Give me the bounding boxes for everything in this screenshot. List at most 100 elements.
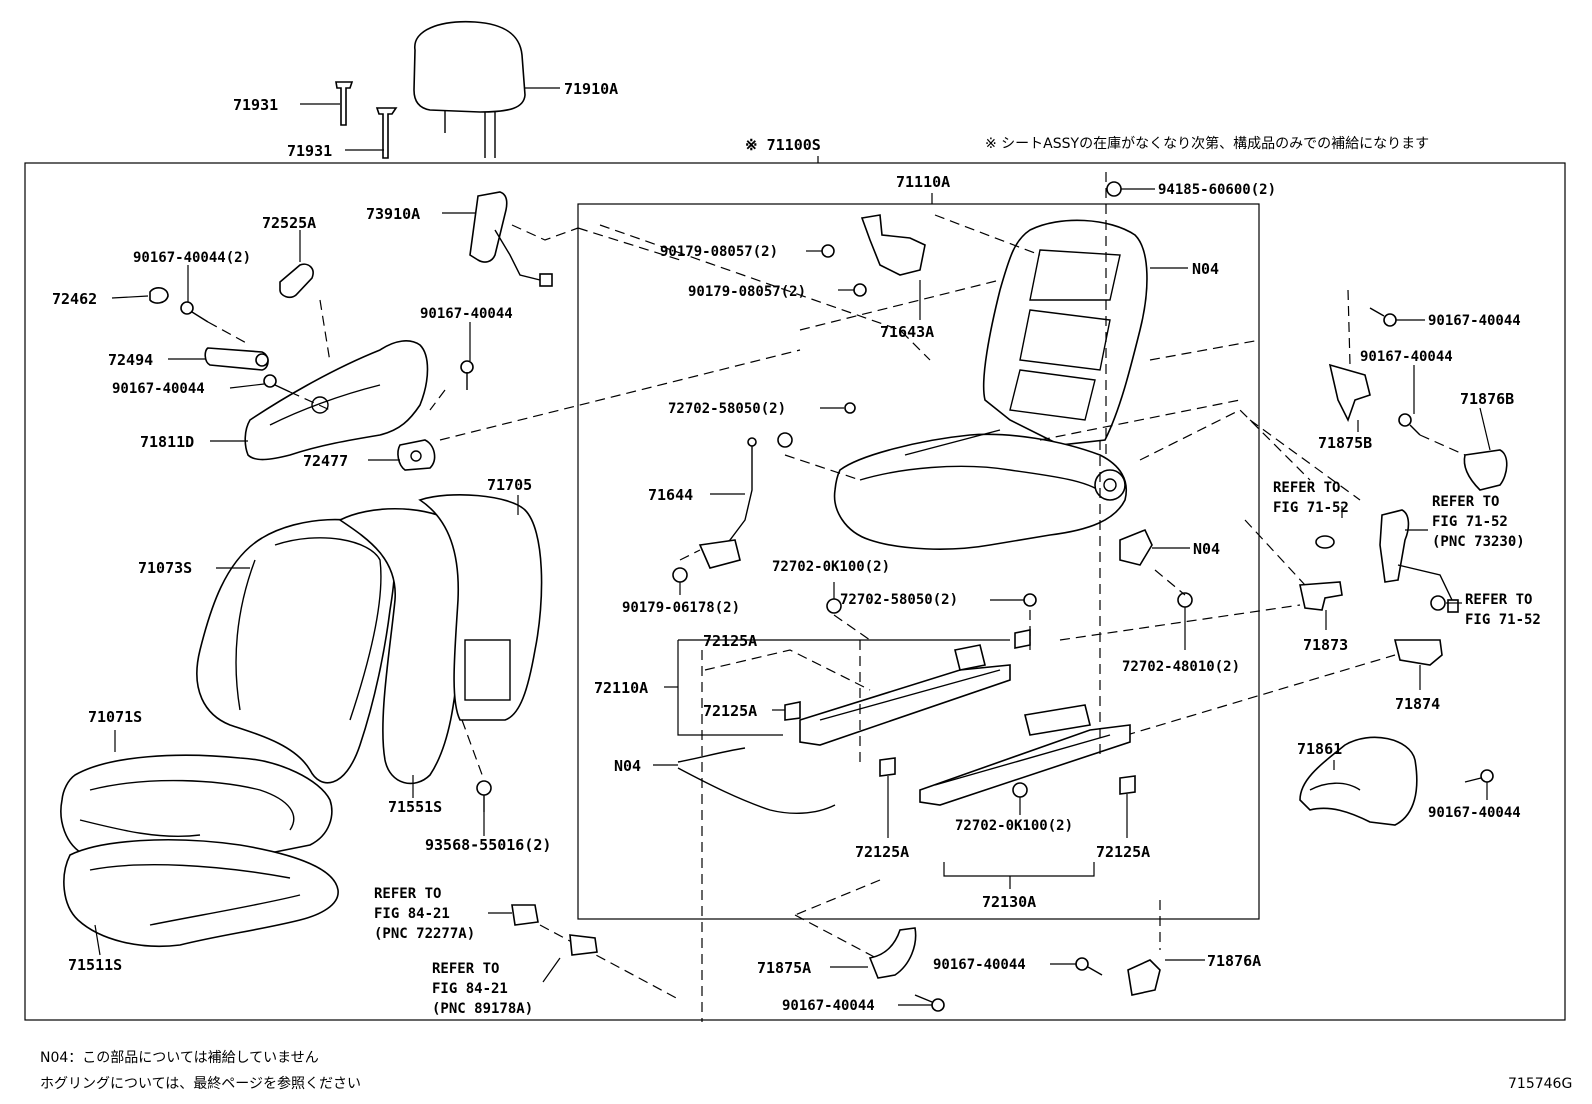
label-72525a: 72525A (262, 214, 316, 232)
screw-71876a (1075, 957, 1103, 976)
label-refer-84-21-a-3: (PNC 72277A) (374, 926, 475, 942)
label-71910a: 71910A (564, 80, 618, 98)
cover-71861 (1299, 736, 1418, 826)
airbag-module-73910a (469, 191, 553, 287)
label-72702-58050-a: 72702-58050(2) (668, 401, 786, 417)
label-71873: 71873 (1303, 636, 1348, 654)
label-72462: 72462 (52, 290, 97, 308)
bolt-72702-0k100-a (826, 598, 842, 614)
label-72110a: 72110A (594, 679, 648, 697)
screw-71861 (1464, 769, 1494, 783)
headrest (413, 20, 526, 158)
label-72494: 72494 (108, 351, 153, 369)
seat-frame-71110a (833, 219, 1148, 550)
label-71705: 71705 (487, 476, 532, 494)
side-cover-71811d (244, 340, 429, 461)
label-72125a-b: 72125A (703, 702, 757, 720)
label-refer-84-21-b-3: (PNC 89178A) (432, 1001, 533, 1017)
bolt-72702-58050-b (1023, 593, 1037, 607)
label-90179-08057-b: 90179-08057(2) (688, 284, 806, 300)
label-refer-71-52-a-1: REFER TO (1273, 480, 1340, 496)
bezel-72477 (397, 439, 436, 471)
label-72125a-c: 72125A (855, 843, 909, 861)
label-71644: 71644 (648, 486, 693, 504)
label-refer-71-52-b-2: FIG 71-52 (1432, 514, 1508, 530)
wire-n04 (677, 747, 836, 814)
label-n04-b: N04 (1193, 540, 1220, 558)
connector-89178a (569, 934, 598, 956)
label-90179-08057-a: 90179-08057(2) (660, 244, 778, 260)
label-71110a: 71110A (896, 173, 950, 191)
clip-93568 (476, 780, 492, 812)
bracket-71874 (1393, 639, 1443, 666)
bracket-71643a (860, 214, 926, 276)
harness-71644 (698, 402, 856, 569)
label-71875a: 71875A (757, 959, 811, 977)
label-72477: 72477 (303, 452, 348, 470)
label-71875b: 71875B (1318, 434, 1372, 452)
connector-72277a (511, 904, 539, 926)
label-90167-40044-g: 90167-40044 (933, 957, 1026, 973)
label-71551s: 71551S (388, 798, 442, 816)
nut-94185 (1106, 181, 1122, 197)
nut-90179-06178 (672, 567, 688, 583)
label-90167-40044-a: 90167-40044 (420, 306, 513, 322)
label-71931-b: 71931 (287, 142, 332, 160)
label-72702-58050-b: 72702-58050(2) (840, 592, 958, 608)
footer-note-hog-ring: ホグリングについては、最終ページを参照ください (40, 1075, 361, 1092)
label-72702-0k100-b: 72702-0K100(2) (955, 818, 1073, 834)
label-refer-84-21-b-1: REFER TO (432, 961, 499, 977)
label-refer-84-21-a-2: FIG 84-21 (374, 906, 450, 922)
seat-frame-box (577, 203, 1260, 920)
label-72130a: 72130A (982, 893, 1036, 911)
label-71876a: 71876A (1207, 952, 1261, 970)
seatback-cover-71073s (196, 518, 396, 784)
label-72702-0k100-a: 72702-0K100(2) (772, 559, 890, 575)
label-72702-48010: 72702-48010(2) (1122, 659, 1240, 675)
seat-rail-72110a (784, 629, 1031, 746)
label-refer-71-52-a-2: FIG 71-52 (1273, 500, 1349, 516)
bolt-72702-0k100-b (1012, 782, 1028, 798)
bracket-71875a (868, 927, 917, 979)
assembly-title: ※ 71100S (745, 136, 821, 154)
knob-72494 (204, 347, 269, 371)
headrest-guide-1 (335, 81, 354, 126)
seatback-board-71705 (418, 494, 543, 721)
bracket-71875b (1328, 363, 1371, 423)
label-90179-06178: 90179-06178(2) (622, 600, 740, 616)
label-71931-a: 71931 (233, 96, 278, 114)
nut-90179-a (821, 244, 835, 258)
screw-71875a (914, 994, 945, 1012)
cover-71876b (1463, 449, 1508, 491)
outer-frame (24, 162, 1566, 1021)
label-refer-84-21-a-1: REFER TO (374, 886, 441, 902)
screw-right-b (1398, 413, 1421, 436)
label-72125a-d: 72125A (1096, 843, 1150, 861)
headrest-guide-2 (375, 107, 398, 159)
label-n04-a: N04 (1192, 260, 1219, 278)
seat-cushion-pad-71511s (63, 838, 339, 948)
label-90167-40044-e: 90167-40044 (1428, 805, 1521, 821)
bracket-71876a (1127, 959, 1161, 996)
screw-left-a (180, 301, 209, 323)
label-71861: 71861 (1297, 740, 1342, 758)
buckle-73230 (1379, 509, 1459, 613)
label-90167-40044-c: 90167-40044 (1428, 313, 1521, 329)
label-73910a: 73910A (366, 205, 420, 223)
label-refer-71-52-b-1: REFER TO (1432, 494, 1499, 510)
seat-rail-72130a (879, 704, 1136, 806)
nut-90179-b (853, 283, 867, 297)
label-refer-71-52-b-3: (PNC 73230) (1432, 534, 1525, 550)
bracket-71873 (1299, 581, 1343, 611)
label-94185: 94185-60600(2) (1158, 182, 1276, 198)
label-72125a-a: 72125A (703, 632, 757, 650)
label-refer-84-21-b-2: FIG 84-21 (432, 981, 508, 997)
label-90167-40044-b: 90167-40044 (112, 381, 205, 397)
label-93568: 93568-55016(2) (425, 836, 551, 854)
footer-note-n04: N04：この部品については補給していません (40, 1050, 319, 1066)
label-90167-40044-2: 90167-40044(2) (133, 250, 251, 266)
nut-belt-anchor (1430, 595, 1446, 611)
cap-72462 (149, 287, 169, 304)
